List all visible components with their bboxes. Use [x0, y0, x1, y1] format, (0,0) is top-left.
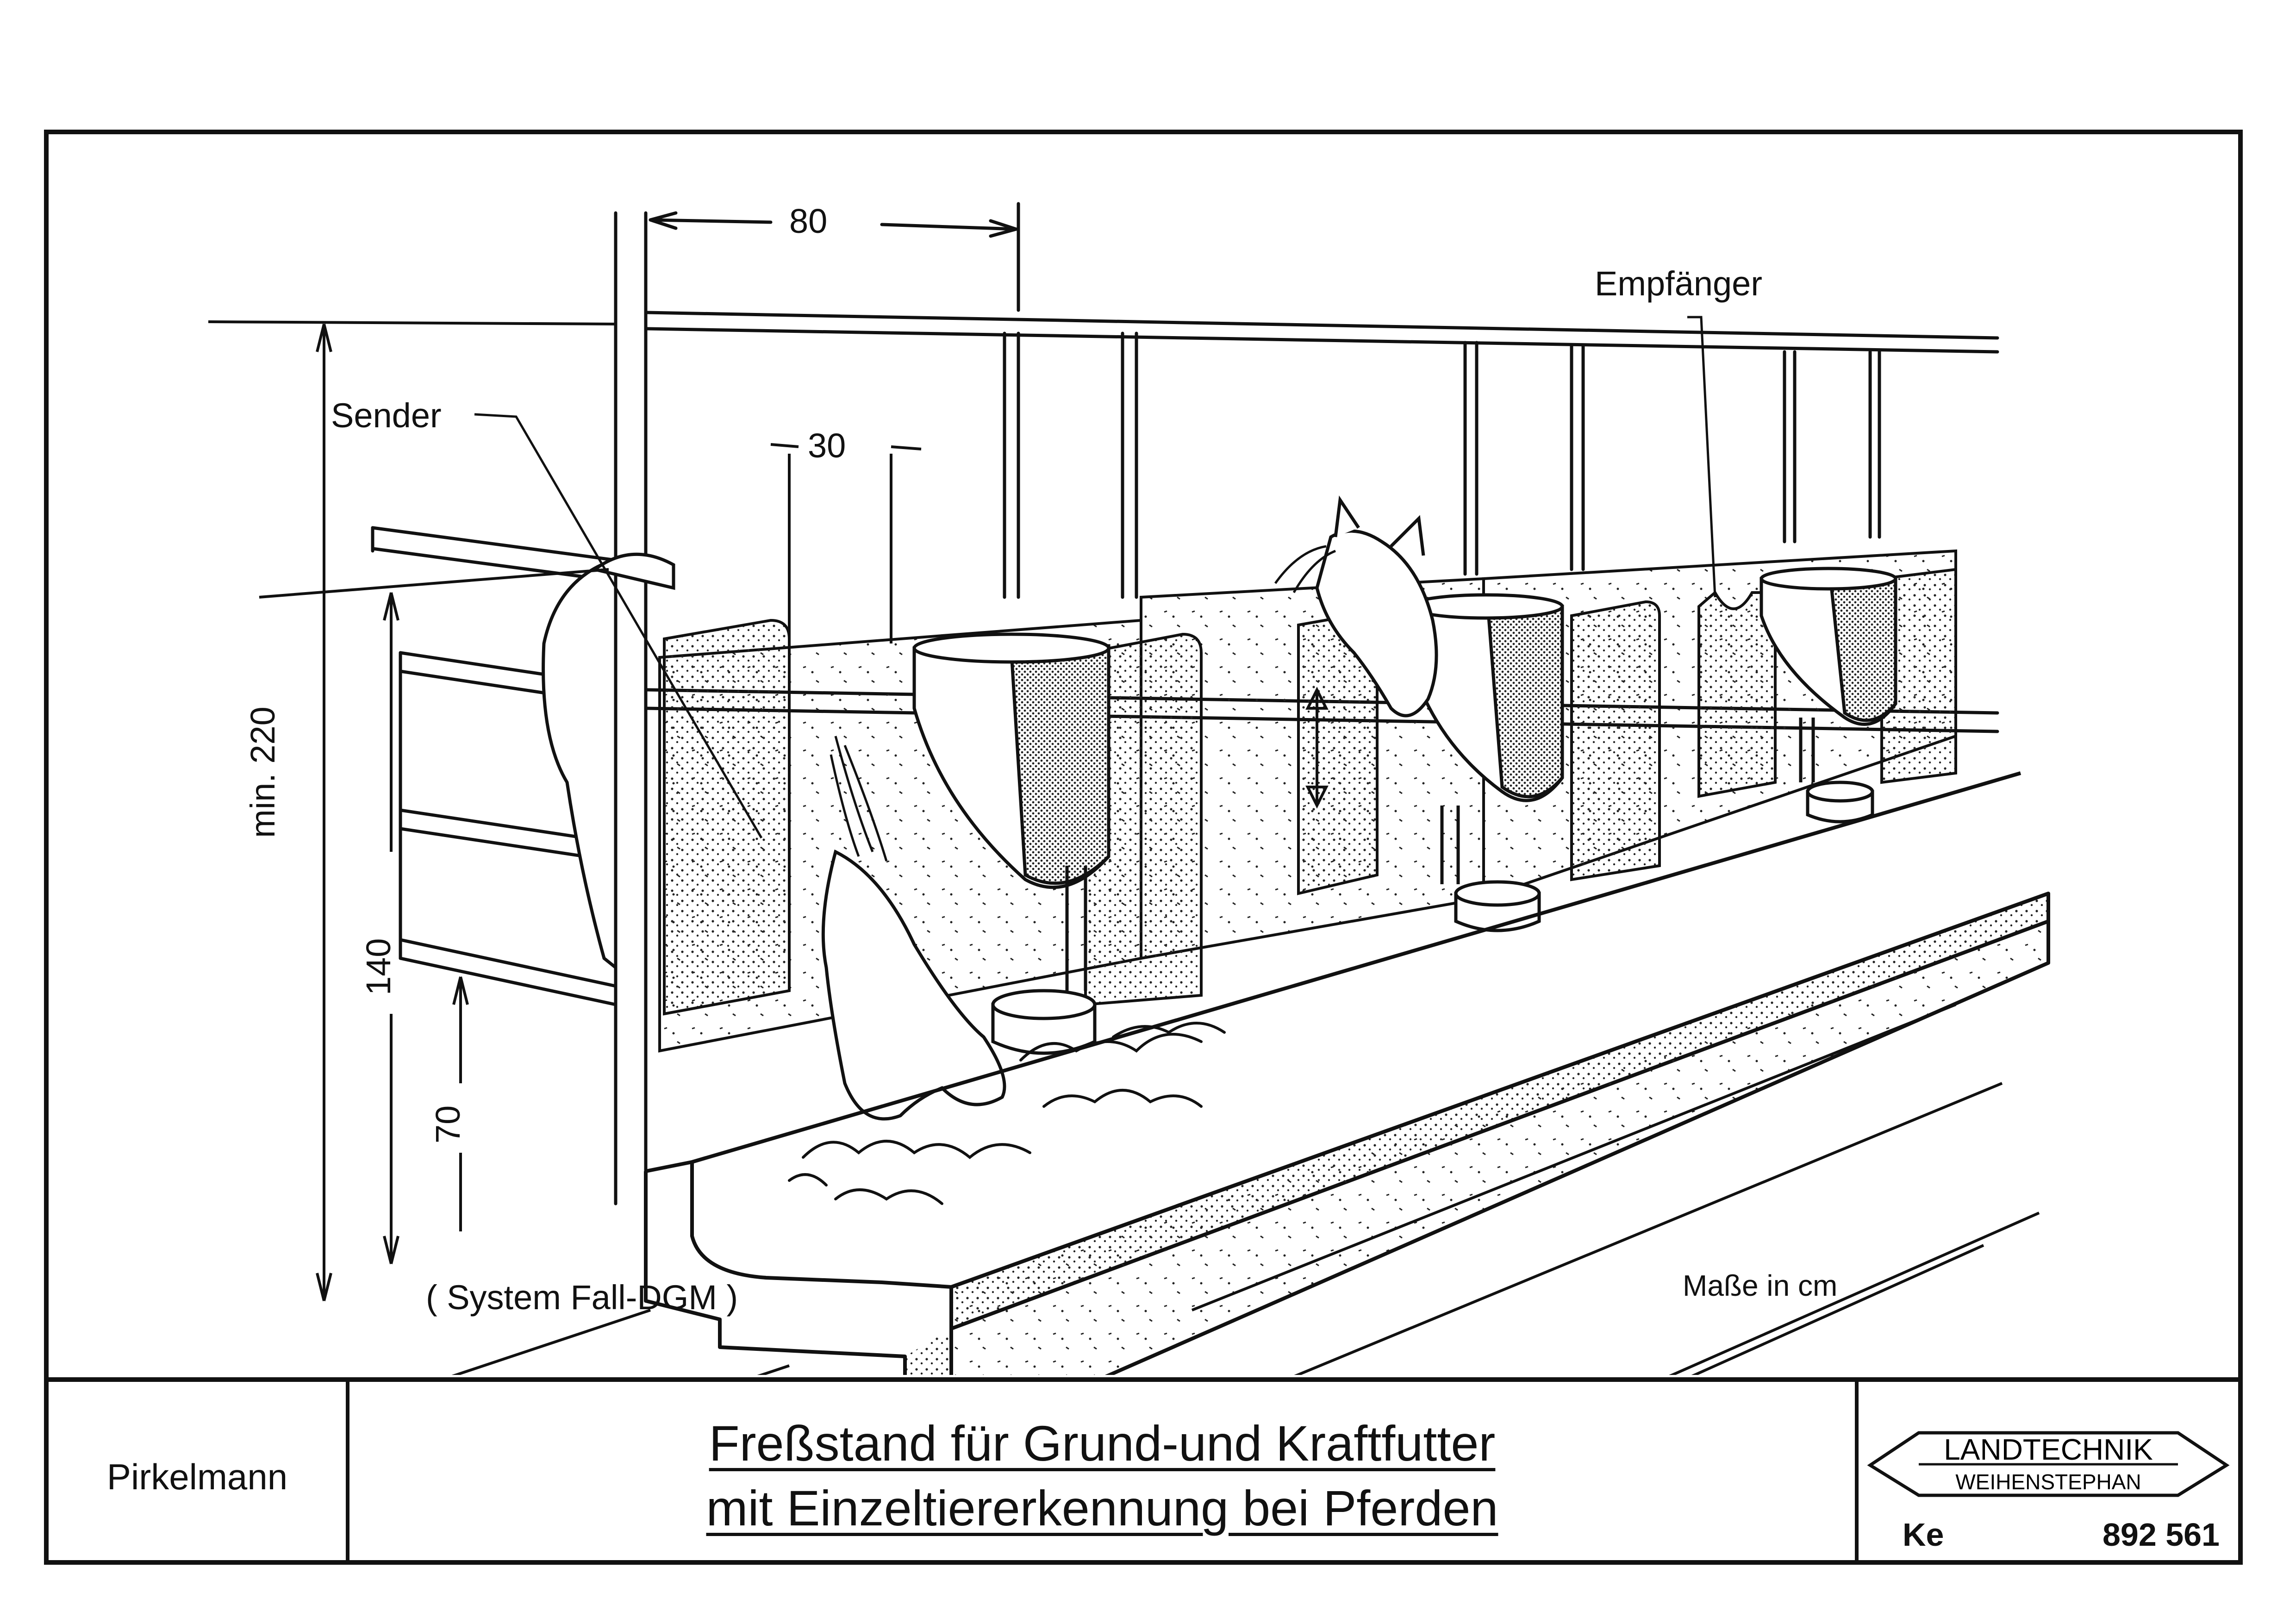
dimension-70: 70: [429, 1105, 467, 1143]
dimension-80: 80: [789, 202, 828, 240]
horse-body-left: [542, 558, 618, 971]
units-caption: Maße in cm: [1683, 1269, 1838, 1302]
title-cell: Freßstand für Grund-und Kraftfutter mit …: [349, 1382, 1859, 1560]
stall-illustration: [208, 202, 2050, 1478]
dimension-140: 140: [359, 938, 398, 995]
horse-head-right: [1315, 529, 1438, 718]
drawing-sheet: 80 30 Sender Empfänger min. 220 140 70 (…: [44, 130, 2243, 1565]
divider-panel: [663, 618, 791, 1016]
logo-text-top: LANDTECHNIK: [1944, 1433, 2153, 1466]
author-name: Pirkelmann: [106, 1456, 288, 1497]
drawing-title-line2: mit Einzeltiererkennung bei Pferden: [706, 1480, 1498, 1536]
dimension-min-220: min. 220: [243, 706, 282, 838]
ke-label: Ke: [1903, 1517, 1944, 1553]
top-rail: [644, 311, 1999, 340]
label-empfaenger: Empfänger: [1595, 264, 1762, 303]
drawing-title-line1: Freßstand für Grund-und Kraftfutter: [709, 1415, 1496, 1471]
title-block: Pirkelmann Freßstand für Grund-und Kraft…: [49, 1377, 2238, 1560]
hay-pile: [802, 1140, 1031, 1159]
technical-drawing: 80 30 Sender Empfänger min. 220 140 70 (…: [49, 134, 2238, 1478]
landtechnik-logo: LANDTECHNIK WEIHENSTEPHAN: [1867, 1431, 2230, 1497]
logo-text-bottom: WEIHENSTEPHAN: [1955, 1470, 2141, 1494]
document-number: 892 561: [2102, 1517, 2220, 1553]
dimension-30: 30: [808, 426, 846, 465]
author-cell: Pirkelmann: [49, 1382, 349, 1560]
label-sender: Sender: [331, 396, 442, 435]
system-caption: ( System Fall-DGM ): [426, 1278, 738, 1317]
logo-cell: LANDTECHNIK WEIHENSTEPHAN Ke 892 561: [1859, 1382, 2238, 1560]
